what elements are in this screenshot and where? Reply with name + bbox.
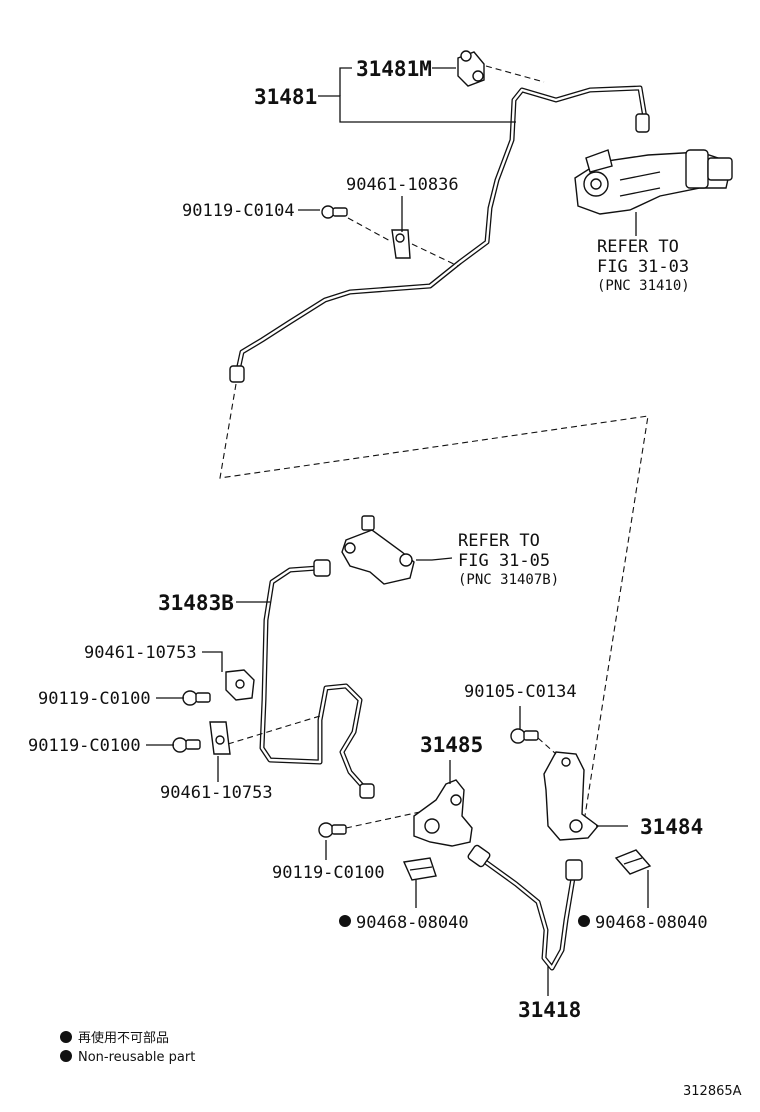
clamp-90461-10753-a bbox=[225, 669, 255, 701]
label-31484: 31484 bbox=[640, 815, 703, 839]
clamp-90461-10836 bbox=[391, 229, 411, 259]
label-31481: 31481 bbox=[254, 85, 317, 109]
clip-31481m bbox=[457, 50, 485, 87]
refer-fig-31-05-line1: REFER TO bbox=[458, 531, 540, 551]
label-90461-10836: 90461-10836 bbox=[346, 175, 459, 195]
label-90468-08040-a: 90468-08040 bbox=[356, 913, 469, 933]
label-90105-c0134: 90105-C0134 bbox=[464, 682, 577, 702]
label-31418: 31418 bbox=[518, 998, 581, 1022]
label-90119-c0100-a: 90119-C0100 bbox=[38, 689, 151, 709]
clutch-line-31481 bbox=[229, 85, 650, 383]
bracket-31484 bbox=[543, 751, 600, 841]
refer-fig-31-05-line2: FIG 31-05 bbox=[458, 551, 550, 571]
refer-fig-31-03-line2: FIG 31-03 bbox=[597, 257, 689, 277]
label-90461-10753-a: 90461-10753 bbox=[84, 643, 197, 663]
label-90119-c0100-c: 90119-C0100 bbox=[272, 863, 385, 883]
label-31481m: 31481M bbox=[356, 57, 432, 81]
flexible-hose-31418 bbox=[467, 844, 583, 971]
label-90119-c0100-b: 90119-C0100 bbox=[28, 736, 141, 756]
clamp-90461-10753-b bbox=[209, 721, 231, 755]
refer-fig-31-05-pnc: (PNC 31407B) bbox=[458, 572, 559, 588]
clip-90468-08040-b bbox=[614, 849, 652, 875]
bracket-31485 bbox=[413, 779, 473, 847]
label-31483b: 31483B bbox=[158, 591, 234, 615]
refer-fig-31-03-line1: REFER TO bbox=[597, 237, 679, 257]
bolt-90119-c0100-b bbox=[172, 737, 201, 753]
bolt-90119-c0100-c bbox=[318, 822, 347, 838]
label-90119-c0104: 90119-C0104 bbox=[182, 201, 295, 221]
clip-90468-08040-a bbox=[402, 857, 437, 881]
legend-marker-jp bbox=[60, 1031, 72, 1043]
lower-leaders bbox=[146, 557, 649, 996]
label-90461-10753-b: 90461-10753 bbox=[160, 783, 273, 803]
legend-marker-en bbox=[60, 1050, 72, 1062]
connector-dashed bbox=[219, 383, 649, 823]
upper-leaders bbox=[298, 65, 637, 267]
legend: 再使用不可部品 Non-reusable part bbox=[60, 1030, 195, 1065]
bolt-90105-c0134 bbox=[510, 728, 539, 744]
figure-id: 312865A bbox=[683, 1084, 742, 1099]
bolt-90119-c0104 bbox=[321, 205, 348, 219]
label-31485: 31485 bbox=[420, 733, 483, 757]
non-reusable-marker-b bbox=[578, 915, 590, 927]
master-cylinder bbox=[574, 149, 733, 215]
bolt-90119-c0100-a bbox=[182, 690, 211, 706]
legend-text-en: Non-reusable part bbox=[78, 1050, 195, 1065]
release-unit bbox=[341, 515, 415, 585]
clutch-line-31483b bbox=[259, 559, 375, 799]
label-90468-08040-b: 90468-08040 bbox=[595, 913, 708, 933]
part-labels: 31481 31481M 90461-10836 90119-C0104 REF… bbox=[28, 57, 708, 1022]
non-reusable-marker-a bbox=[339, 915, 351, 927]
refer-fig-31-03-pnc: (PNC 31410) bbox=[597, 278, 690, 294]
legend-text-jp: 再使用不可部品 bbox=[78, 1030, 169, 1046]
